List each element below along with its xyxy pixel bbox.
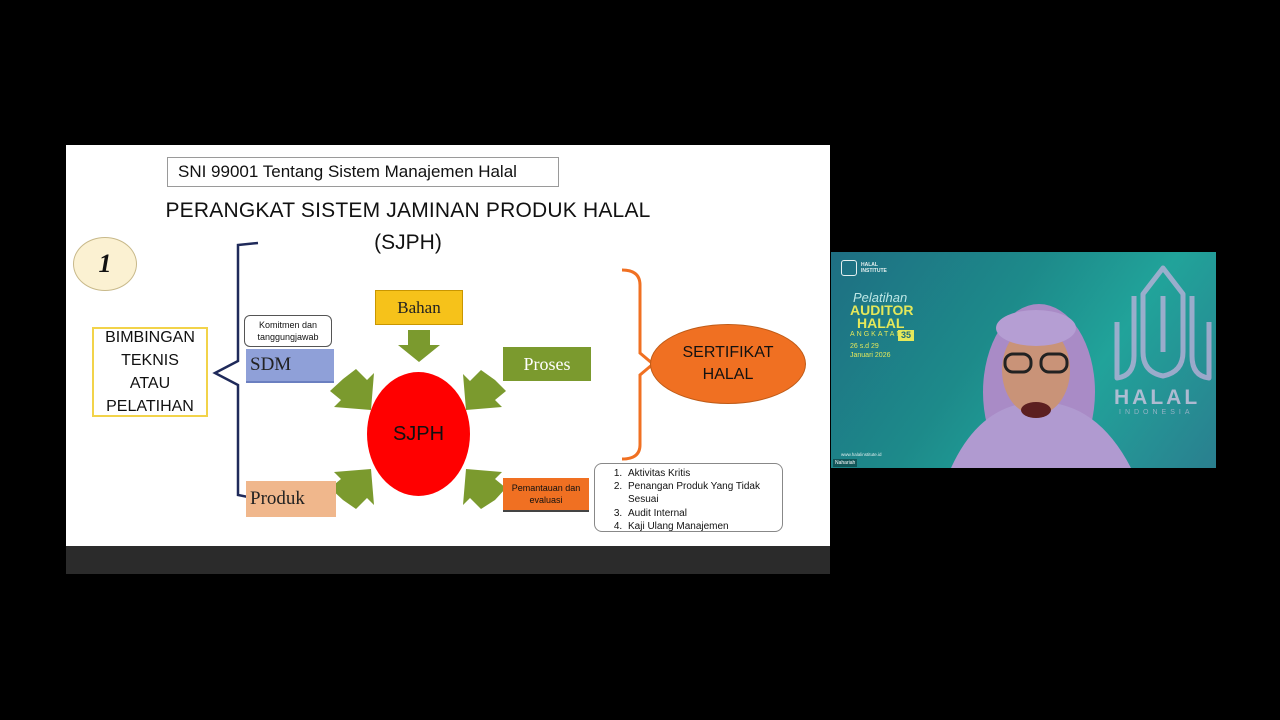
arrow-sdm — [330, 369, 374, 410]
institute-logo-text: HALAL INSTITUTE — [861, 262, 887, 274]
presentation-slide: SNI 99001 Tentang Sistem Manajemen Halal… — [66, 145, 830, 546]
slide-bottom-bar — [66, 546, 830, 574]
slide-title-line1: PERANGKAT SISTEM JAMINAN PRODUK HALAL — [165, 199, 651, 222]
angkatan-label: ANGKATAN — [850, 331, 904, 338]
event-line2: AUDITOR — [850, 302, 914, 318]
right-bracket — [621, 268, 656, 461]
halal-watermark-text: HALAL — [1114, 386, 1201, 409]
evaluation-list-box: Aktivitas Kritis Penangan Produk Yang Ti… — [594, 463, 783, 532]
arrow-produk — [330, 469, 374, 509]
institute-logo-icon — [841, 260, 857, 276]
participant-name-label: Nahariah — [833, 459, 858, 467]
bahan-box: Bahan — [375, 290, 463, 325]
halal-institute-logo: HALAL INSTITUTE — [841, 260, 913, 280]
bimbingan-box: BIMBINGAN TEKNIS ATAU PELATIHAN — [92, 327, 208, 417]
list-item: Kaji Ulang Manajemen — [625, 520, 778, 533]
event-line1: Pelatihan — [853, 290, 908, 305]
list-item: Audit Internal — [625, 507, 778, 520]
produk-box: Produk — [246, 481, 336, 517]
pemantauan-box: Pemantauan dan evaluasi — [503, 478, 589, 512]
slide-title-line2: (SJPH) — [374, 231, 442, 254]
sertifikat-line: HALAL — [702, 366, 754, 383]
list-item: Penangan Produk Yang Tidak Sesuai — [625, 480, 778, 506]
list-item: Aktivitas Kritis — [625, 467, 778, 480]
bimbingan-line: PELATIHAN — [106, 398, 194, 415]
komitmen-box: Komitmen dan tanggungjawab — [244, 315, 332, 347]
arrow-pemantauan — [463, 469, 506, 509]
evaluation-list: Aktivitas Kritis Penangan Produk Yang Ti… — [601, 467, 778, 533]
sertifikat-halal-ellipse: SERTIFIKAT HALAL — [650, 324, 806, 404]
angkatan-number: 35 — [898, 330, 914, 341]
event-date-line1: 26 s.d 29 — [850, 343, 879, 350]
sjph-circle: SJPH — [367, 372, 470, 496]
slide-connectors — [212, 241, 656, 509]
arrow-proses — [463, 370, 506, 410]
sni-title-box: SNI 99001 Tentang Sistem Manajemen Halal — [167, 157, 559, 187]
bimbingan-line: ATAU — [129, 375, 171, 392]
bimbingan-line: BIMBINGAN — [105, 329, 195, 346]
event-line3: HALAL — [857, 315, 905, 331]
participant-video-tile[interactable]: HALAL INSTITUTE Pelatihan AUDITOR HALAL … — [831, 252, 1216, 468]
sdm-box: SDM — [246, 349, 334, 383]
event-date-line2: Januari 2026 — [850, 352, 891, 359]
halal-watermark-subtext: INDONESIA — [1119, 409, 1194, 416]
left-bracket — [212, 241, 259, 501]
website-text: www.halalinstitute.id — [841, 452, 882, 457]
bimbingan-line: TEKNIS — [121, 352, 179, 369]
sertifikat-line: SERTIFIKAT — [682, 344, 774, 361]
proses-box: Proses — [503, 347, 591, 381]
arrow-bahan — [398, 330, 440, 362]
number-badge: 1 — [73, 237, 137, 291]
halal-indonesia-logo — [951, 265, 1212, 468]
